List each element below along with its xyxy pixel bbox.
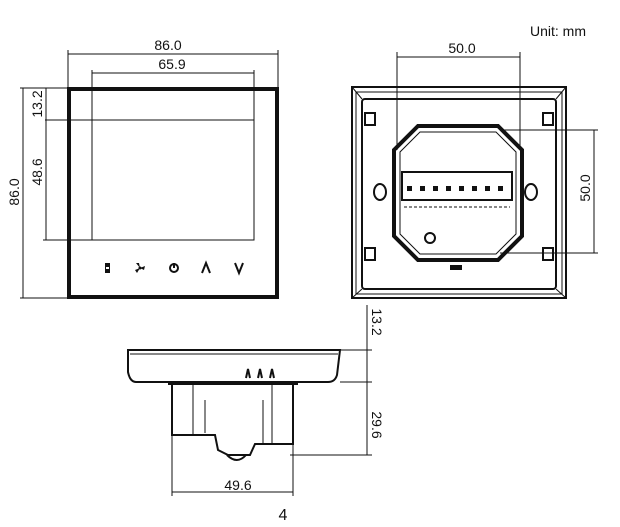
back-view: 50.0 50.0 (351, 40, 598, 299)
back-outer-frame (351, 86, 567, 299)
dim-height-outer: 86.0 (6, 178, 22, 205)
dim-back-depth: 29.6 (369, 411, 385, 438)
back-inner-frame (361, 98, 557, 290)
dim-front-depth: 13.2 (369, 308, 385, 335)
page-number: 4 (279, 507, 288, 524)
dim-width-outer: 86.0 (154, 37, 181, 53)
dim-screen-top-offset: 13.2 (29, 90, 45, 117)
down-icon (234, 262, 244, 276)
side-view: 13.2 29.6 49.6 (127, 305, 385, 496)
front-panel-outline (67, 87, 279, 299)
mounting-octagon (392, 124, 524, 262)
up-icon (201, 260, 211, 274)
front-view: 86.0 65.9 86.0 13.2 48.6 (6, 37, 279, 299)
terminal-block (401, 171, 513, 201)
menu-icon (105, 263, 110, 273)
side-front-panel (127, 349, 342, 383)
dim-width-screen: 65.9 (158, 56, 185, 72)
dim-screen-height: 48.6 (29, 158, 45, 185)
side-back-box (171, 384, 294, 456)
dim-mount-width: 50.0 (448, 40, 475, 56)
screen-outline (91, 119, 255, 241)
dim-mount-height: 50.0 (577, 174, 593, 201)
dim-box-width: 49.6 (224, 477, 251, 493)
power-icon (169, 263, 179, 273)
fan-icon (135, 263, 145, 273)
unit-label: Unit: mm (530, 23, 586, 39)
